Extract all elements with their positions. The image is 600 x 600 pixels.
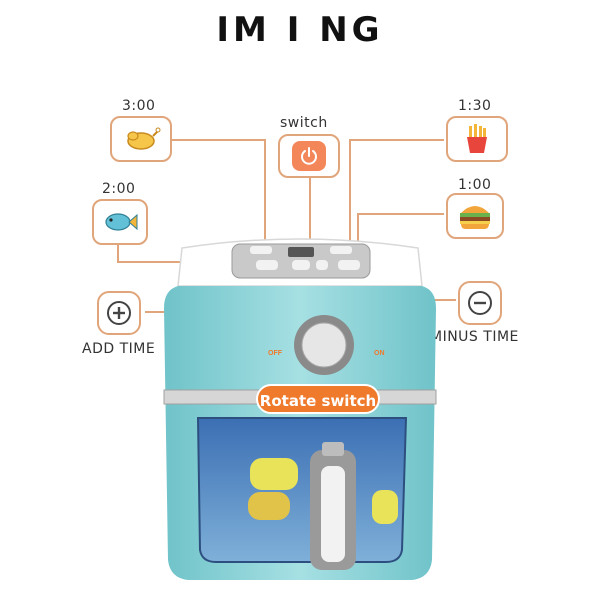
minus-time-label: MINUS TIME: [430, 329, 519, 345]
page-title: IM I NG: [216, 10, 384, 50]
line-burger: [357, 213, 444, 250]
fries-icon: [467, 124, 487, 153]
add-time-label: ADD TIME: [82, 341, 156, 357]
fries-time-label: 1:30: [458, 98, 492, 114]
fries-preset-button[interactable]: [446, 116, 508, 162]
off-label: OFF: [268, 350, 282, 357]
add-time-button[interactable]: [97, 291, 141, 335]
rotate-switch-label: Rotate switch: [256, 384, 380, 414]
plus-icon: [107, 301, 131, 325]
fish-icon: [105, 213, 138, 231]
burger-icon: [460, 206, 490, 229]
fish-preset-button[interactable]: [92, 199, 148, 245]
power-icon: [301, 147, 317, 165]
on-label: ON: [374, 350, 385, 357]
power-switch-button[interactable]: [278, 134, 340, 178]
switch-label: switch: [280, 115, 328, 131]
chicken-icon: [127, 127, 161, 150]
fish-time-label: 2:00: [102, 181, 136, 197]
burger-time-label: 1:00: [458, 177, 492, 193]
burger-preset-button[interactable]: [446, 193, 504, 239]
minus-icon: [468, 291, 492, 315]
chicken-preset-button[interactable]: [110, 116, 172, 162]
chicken-time-label: 3:00: [122, 98, 156, 114]
minus-time-button[interactable]: [458, 281, 502, 325]
line-fries: [349, 139, 444, 248]
line-chicken: [170, 139, 266, 248]
